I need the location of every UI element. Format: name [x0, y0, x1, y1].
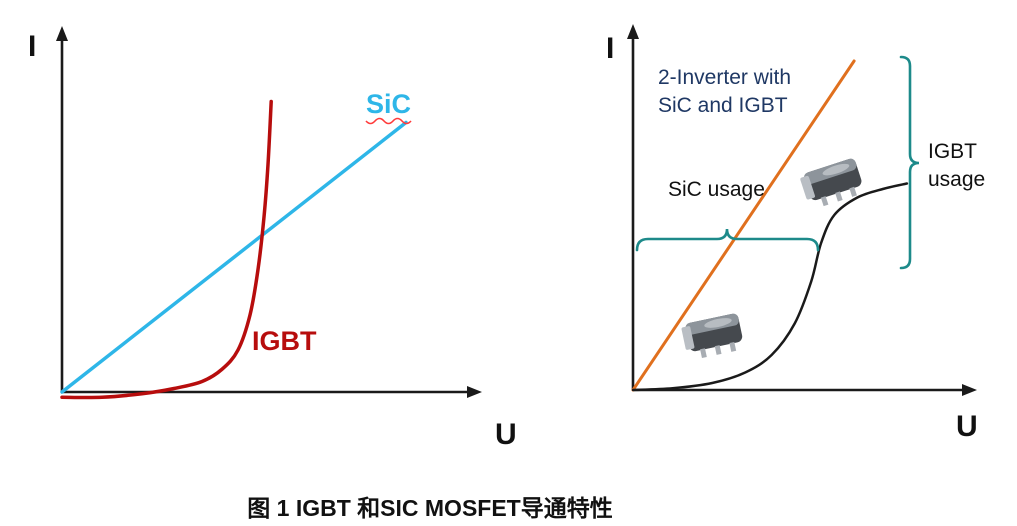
- inverter-annotation-line2: SiC and IGBT: [658, 94, 788, 117]
- igbt-usage-brace-icon: [899, 55, 920, 270]
- sic-usage-label: SiC usage: [668, 178, 765, 201]
- spellcheck-squiggle-icon: [365, 117, 412, 125]
- left-x-axis-arrow-icon: [467, 386, 482, 398]
- conduction-characteristics-figure: I U SiC IGBT I U 2-Inverter with SiC and…: [28, 24, 985, 451]
- right-chart: I U 2-Inverter with SiC and IGBT SiC usa…: [606, 24, 985, 443]
- right-chart-plot-area: [631, 59, 909, 392]
- left-y-axis-label: I: [28, 30, 36, 63]
- series-sic-line: [60, 120, 408, 394]
- mosfet-package-photo-lower: [680, 312, 745, 361]
- right-y-axis-arrow-icon: [627, 24, 639, 39]
- left-chart: I U SiC IGBT: [28, 26, 517, 451]
- right-x-axis-arrow-icon: [962, 384, 977, 396]
- left-x-axis-label: U: [495, 418, 517, 451]
- right-y-axis-label: I: [606, 32, 614, 65]
- igbt-usage-label-line2: usage: [928, 168, 985, 191]
- series-igbt-line: [60, 99, 273, 400]
- left-chart-plot-area: [60, 99, 408, 400]
- sic-curve-label: SiC: [366, 89, 411, 119]
- left-y-axis-arrow-icon: [56, 26, 68, 41]
- igbt-usage-label-line1: IGBT: [928, 140, 977, 163]
- mosfet-package-photo-upper: [798, 157, 866, 211]
- inverter-annotation-line1: 2-Inverter with: [658, 66, 791, 89]
- series-igbt-line: [631, 182, 909, 392]
- series-sic-line: [631, 59, 856, 392]
- sic-usage-brace-icon: [635, 228, 820, 252]
- right-x-axis-label: U: [956, 410, 978, 443]
- figure-caption: 图 1 IGBT 和SIC MOSFET导通特性: [247, 495, 613, 521]
- igbt-curve-label: IGBT: [252, 326, 317, 356]
